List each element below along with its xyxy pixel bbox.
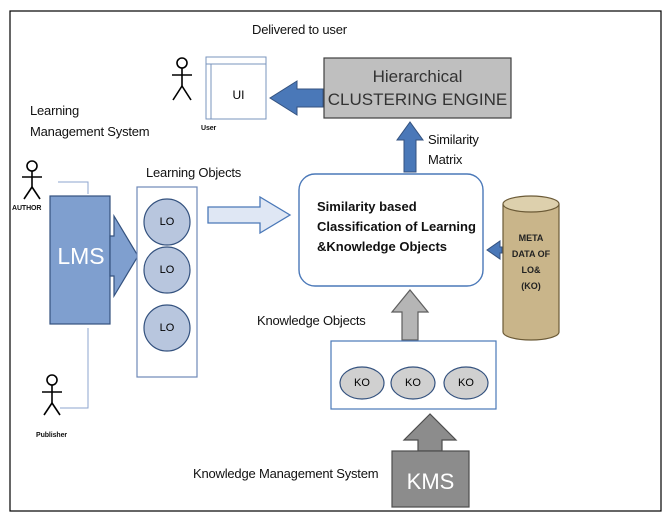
ko-ellipse-1 xyxy=(339,366,385,400)
knowledge-objects-label: Knowledge Objects xyxy=(257,313,366,328)
ko-label-2: KO xyxy=(405,377,421,389)
publisher-actor-icon xyxy=(42,374,62,416)
ko-label-1: KO xyxy=(354,377,370,389)
outer-frame xyxy=(9,10,662,512)
classification-line2: Classification of Learning xyxy=(317,219,476,234)
classification-line3: &Knowledge Objects xyxy=(317,239,448,254)
ui-window xyxy=(205,56,267,120)
lms-label: LMS xyxy=(57,242,105,269)
meta-line2: DATA OF xyxy=(511,249,551,259)
clustering-engine-line2: CLUSTERING ENGINE xyxy=(327,90,508,109)
lms-system-label-line2: Management System xyxy=(30,124,150,139)
similarity-matrix-line2: Matrix xyxy=(428,152,463,167)
ko-ellipse-3 xyxy=(443,366,489,400)
clustering-engine-text: Hierarchical CLUSTERING ENGINE xyxy=(324,59,511,117)
lms-system-label-line1: Learning xyxy=(30,103,79,118)
lo-label-1: LO xyxy=(159,216,175,228)
meta-data-text: META DATA OF LO& (KO) xyxy=(503,230,559,294)
lo-label-2: LO xyxy=(159,264,175,276)
delivered-to-user-label: Delivered to user xyxy=(252,22,347,37)
ko-label-3: KO xyxy=(458,377,474,389)
arrow-ko-to-classification xyxy=(390,289,430,341)
arrow-lo-to-classification xyxy=(207,195,292,235)
meta-data-cylinder xyxy=(502,195,560,341)
user-actor-icon xyxy=(172,57,192,101)
meta-line3: LO& xyxy=(521,265,541,275)
meta-line4: (KO) xyxy=(521,281,541,291)
kms-label: KMS xyxy=(406,469,455,494)
lo-circle-3 xyxy=(143,304,191,352)
classification-text: Similarity based Classification of Learn… xyxy=(317,197,476,257)
ui-label: UI xyxy=(232,88,245,102)
arrow-clustering-to-ui xyxy=(269,80,324,116)
author-label: AUTHOR xyxy=(12,205,42,212)
ko-ellipse-2 xyxy=(390,366,436,400)
arrow-meta-to-classification xyxy=(486,240,503,260)
clustering-engine-line1: Hierarchical xyxy=(372,67,463,86)
arrow-classification-to-clustering xyxy=(396,121,424,173)
publisher-label: Publisher xyxy=(36,432,67,439)
kms-system-label: Knowledge Management System xyxy=(193,466,379,481)
lo-circle-1 xyxy=(143,198,191,246)
classification-box xyxy=(298,173,484,287)
meta-line1: META xyxy=(518,233,544,243)
author-actor-icon xyxy=(22,160,42,200)
publisher-connector xyxy=(60,328,89,409)
clustering-engine-box xyxy=(323,57,512,119)
classification-line1: Similarity based xyxy=(317,199,417,214)
kms-block xyxy=(391,413,470,508)
lo-circle-2 xyxy=(143,246,191,294)
learning-objects-label: Learning Objects xyxy=(146,165,242,180)
user-label: User xyxy=(201,125,217,132)
author-connector xyxy=(58,181,89,194)
similarity-matrix-line1: Similarity xyxy=(428,132,479,147)
lms-block xyxy=(49,195,139,325)
lo-label-3: LO xyxy=(159,322,175,334)
